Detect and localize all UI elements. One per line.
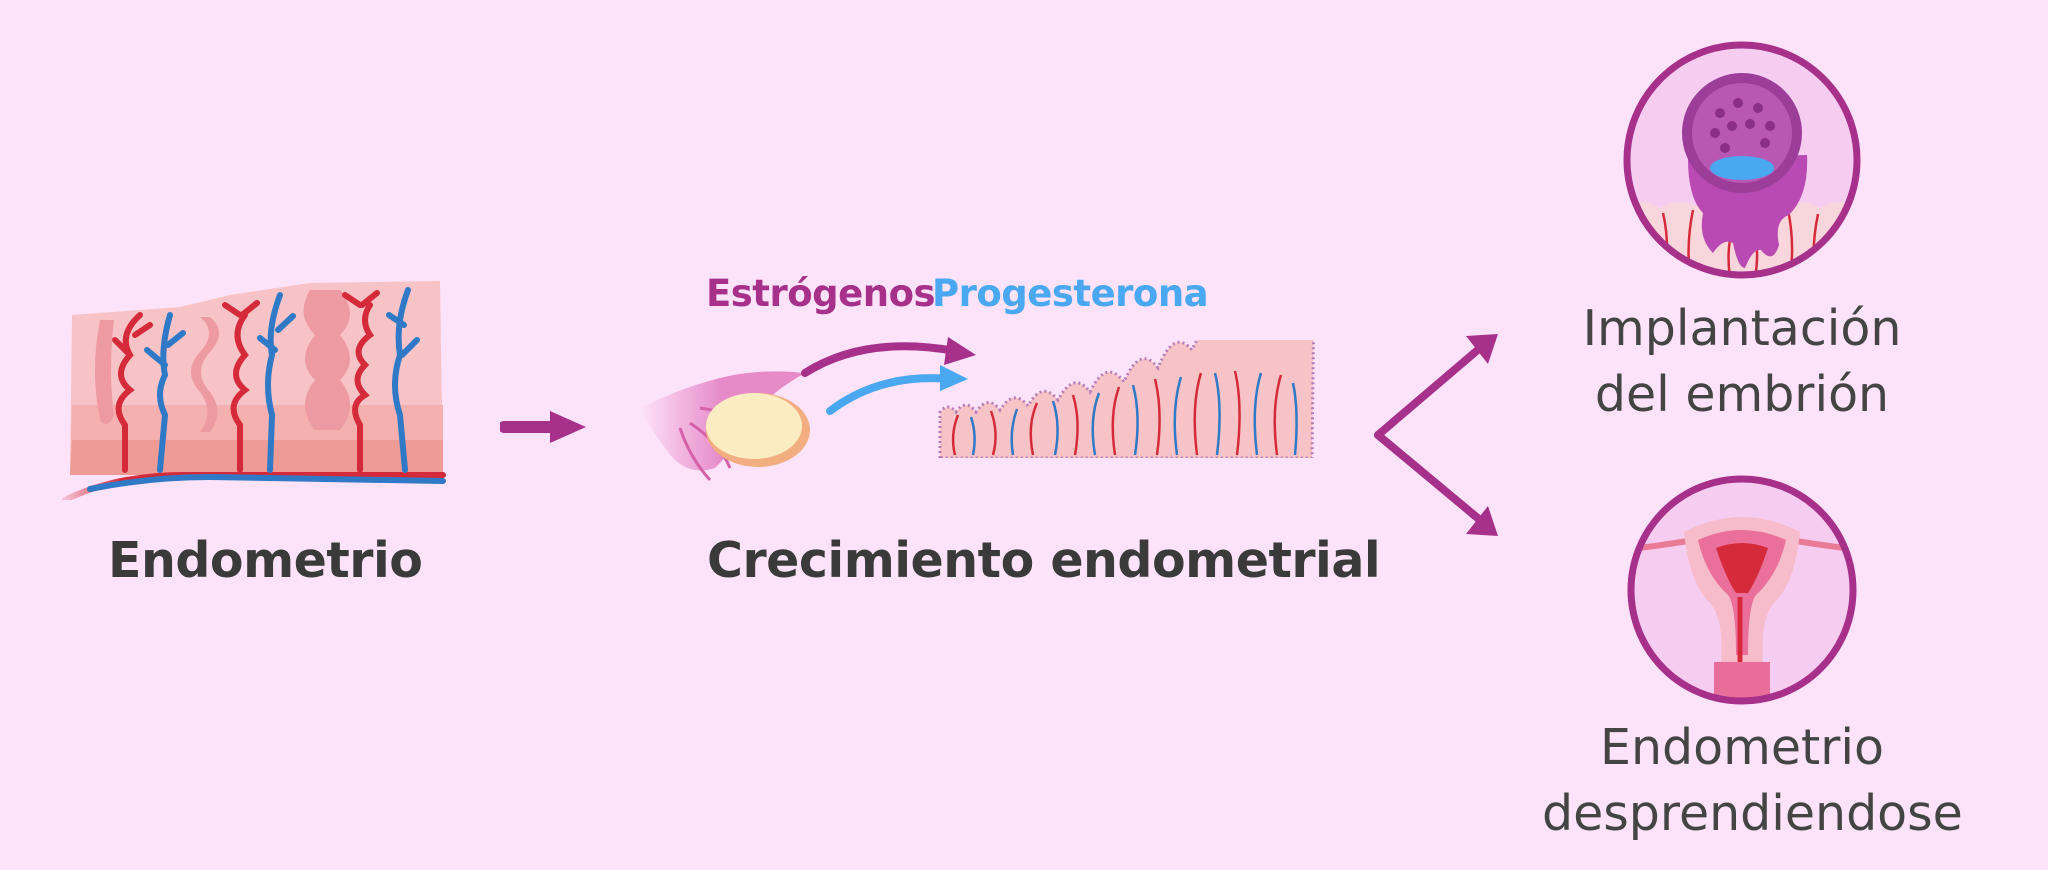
outcome-label-implantation: Implantación del embrión	[1560, 296, 1924, 428]
outcome-implantation-line2: del embrión	[1594, 366, 1890, 423]
endometrium-tissue-icon	[50, 275, 450, 500]
progesterone-label: Progesterona	[932, 272, 1209, 315]
outcome-shedding-line2: desprendiendose	[1542, 785, 1963, 842]
hormone-arrows-icon	[790, 325, 980, 425]
ovary-icon	[640, 368, 820, 488]
outcome-label-shedding: Endometrio desprendiendose	[1542, 715, 1963, 847]
stage-label-endometrium: Endometrio	[108, 532, 423, 589]
outcome-implantation-line1: Implantación	[1582, 300, 1902, 357]
estrogen-label: Estrógenos	[706, 272, 936, 315]
outcome-shedding-line1: Endometrio	[1600, 719, 1884, 776]
menstruating-uterus-icon	[1624, 472, 1860, 708]
thickened-endometrium-icon	[935, 340, 1315, 458]
arrow-right-icon	[500, 405, 590, 449]
embryo-implantation-icon	[1620, 38, 1864, 282]
branch-arrows-icon	[1370, 330, 1500, 540]
stage-label-growth: Crecimiento endometrial	[707, 532, 1381, 589]
